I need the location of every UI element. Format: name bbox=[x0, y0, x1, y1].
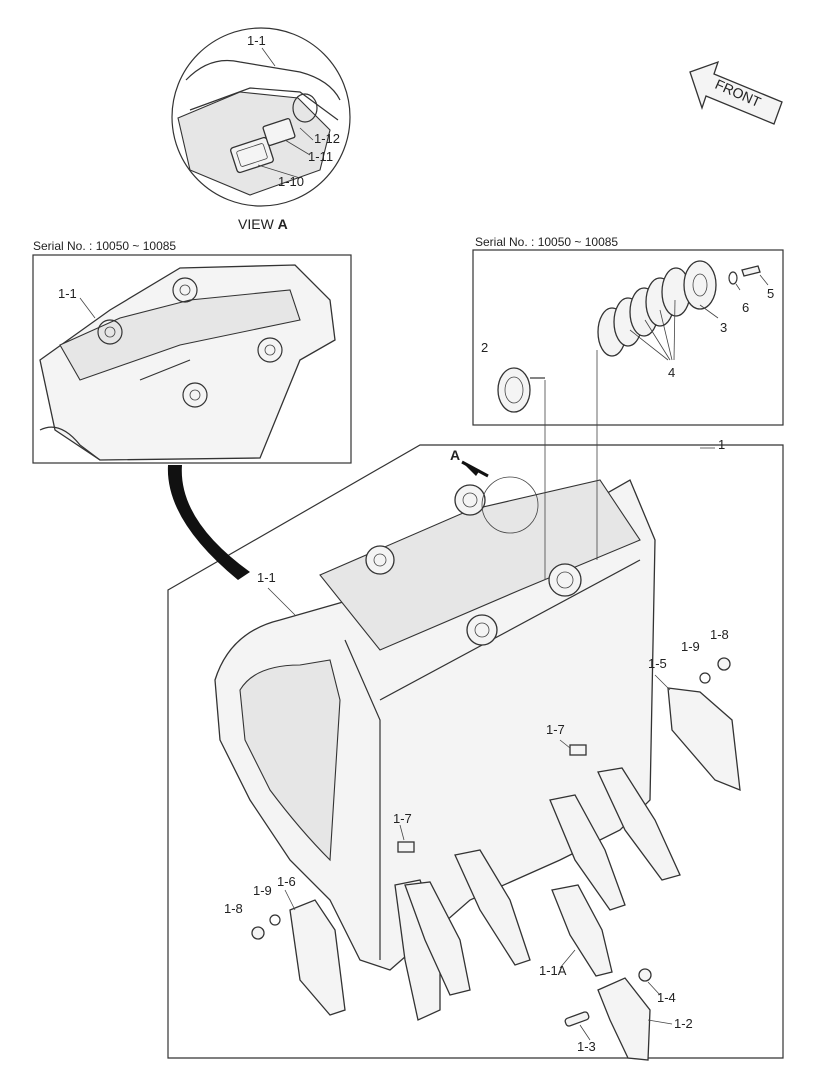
inset-left bbox=[32, 254, 352, 464]
label-1-6: 1-6 bbox=[277, 874, 296, 889]
label-part-6: 6 bbox=[742, 300, 750, 315]
label-1-3: 1-3 bbox=[577, 1039, 596, 1054]
label-part-1: 1 bbox=[718, 437, 726, 452]
inset-right bbox=[472, 249, 784, 426]
view-letter: A bbox=[277, 216, 288, 232]
label-view-1-1: 1-1 bbox=[247, 33, 266, 48]
label-1-7-lower: 1-7 bbox=[393, 811, 412, 826]
view-a-title: VIEW A bbox=[238, 216, 288, 232]
label-part-4: 4 bbox=[668, 365, 676, 380]
label-1-7-upper: 1-7 bbox=[546, 722, 565, 737]
main-bucket bbox=[167, 350, 784, 1061]
label-1-1A: 1-1A bbox=[539, 963, 567, 978]
serial-right: Serial No. : 10050 ~ 10085 bbox=[475, 235, 619, 249]
label-1-9-right: 1-9 bbox=[681, 639, 700, 654]
label-1-4: 1-4 bbox=[657, 990, 676, 1005]
label-main-1-1: 1-1 bbox=[257, 570, 276, 585]
label-1-5: 1-5 bbox=[648, 656, 667, 671]
label-view-1-12: 1-12 bbox=[314, 131, 341, 146]
label-part-2: 2 bbox=[481, 340, 489, 355]
label-part-5: 5 bbox=[767, 286, 775, 301]
view-label: VIEW bbox=[238, 216, 274, 232]
label-view-1-10: 1-10 bbox=[278, 174, 305, 189]
curved-arrow bbox=[167, 465, 250, 580]
view-a-detail bbox=[171, 27, 351, 207]
label-view-1-11: 1-11 bbox=[308, 149, 334, 164]
arrow-a-pointer bbox=[461, 460, 489, 478]
label-1-8-right: 1-8 bbox=[710, 627, 729, 642]
label-1-9-left: 1-9 bbox=[253, 883, 272, 898]
label-1-2: 1-2 bbox=[674, 1016, 693, 1031]
label-part-3: 3 bbox=[720, 320, 728, 335]
label-1-8-left: 1-8 bbox=[224, 901, 243, 916]
arrow-a-label: A bbox=[450, 447, 461, 463]
front-arrow bbox=[689, 60, 783, 125]
label-inset-1-1: 1-1 bbox=[58, 286, 77, 301]
serial-left: Serial No. : 10050 ~ 10085 bbox=[33, 239, 177, 253]
